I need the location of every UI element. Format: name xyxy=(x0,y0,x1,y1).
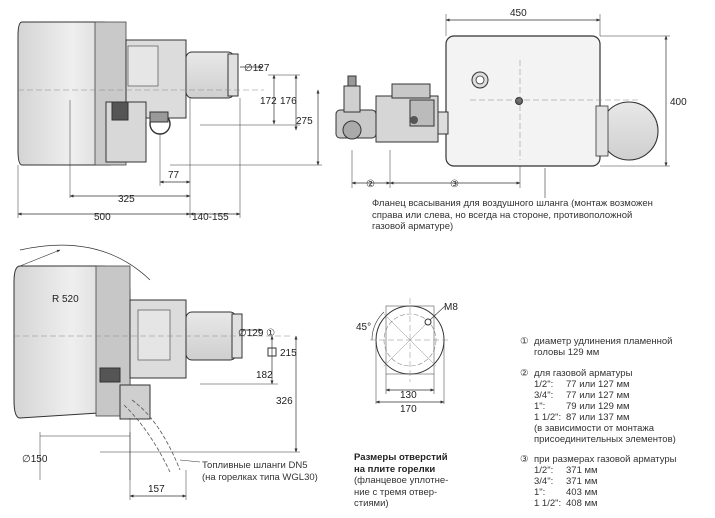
note-1-line-1: диаметр удлинения пламенной xyxy=(534,336,673,347)
note-3-val-3: 403 мм xyxy=(566,487,598,498)
top-front-view xyxy=(335,14,670,198)
dim-326: 326 xyxy=(276,396,293,407)
bottom-side-view xyxy=(13,244,300,500)
dim-215: 215 xyxy=(280,348,297,359)
note-2-val-4: 87 или 137 мм xyxy=(566,412,630,423)
dim-angle: 45° xyxy=(356,322,371,333)
note-3-mark: ③ xyxy=(520,454,529,465)
note-2-size-1: 1/2": xyxy=(534,379,554,390)
dim-172: 172 xyxy=(260,96,277,107)
dim-170: 170 xyxy=(400,404,417,415)
pressure-switch xyxy=(343,85,361,113)
note-2-mark: ② xyxy=(520,368,529,379)
dim-130: 130 xyxy=(400,390,417,401)
top-side-view xyxy=(17,21,322,218)
hoses-line-2: (на горелках типа WGL30) xyxy=(202,471,318,483)
flange-note: Фланец всасывания для воздушного шланга … xyxy=(372,198,653,232)
air-flange xyxy=(599,101,659,161)
holes-caption: Размеры отверстий на плите горелки (флан… xyxy=(354,452,448,510)
dim-r520: R 520 xyxy=(52,294,79,305)
note-3-size-2: 3/4": xyxy=(534,476,554,487)
dim-140-155: 140-155 xyxy=(192,212,229,223)
dim-500: 500 xyxy=(94,212,111,223)
dim-176: 176 xyxy=(280,96,297,107)
dim-m8: M8 xyxy=(444,302,458,313)
flame-tube-b xyxy=(185,311,237,361)
dim-450: 450 xyxy=(510,8,527,19)
holes-sub-2: ние с тремя отвер- xyxy=(354,486,438,498)
holes-title-2: на плите горелки xyxy=(354,463,436,475)
dim-77: 77 xyxy=(168,170,180,181)
holes-title-1: Размеры отверстий xyxy=(354,452,448,463)
note-3-val-1: 371 мм xyxy=(566,465,598,476)
dim-157: 157 xyxy=(148,484,165,495)
note-3-title: при размерах газовой арматуры xyxy=(534,454,677,465)
note-2-val-3: 79 или 129 мм xyxy=(566,401,630,412)
note-3-size-4: 1 1/2": xyxy=(534,498,562,509)
note-1-mark: ① xyxy=(520,336,529,347)
hole-pattern xyxy=(370,298,450,404)
dim-325: 325 xyxy=(118,194,135,205)
blower-detail xyxy=(127,45,159,87)
note-3-size-1: 1/2": xyxy=(534,465,554,476)
connector xyxy=(149,111,169,123)
note-3-val-4: 408 мм xyxy=(566,498,598,509)
dim-127: ∅127 xyxy=(244,63,270,74)
dim-129: ∅129 ① xyxy=(238,328,275,339)
note-2-foot-2: присоединительных элементов) xyxy=(534,434,676,445)
note-2-title: для газовой арматуры xyxy=(534,368,633,379)
hoses-line-1: Топливные шланги DN5 xyxy=(202,460,308,471)
dim-150: ∅150 xyxy=(22,454,48,465)
note-2-size-3: 1": xyxy=(534,401,546,412)
holes-sub-1: (фланцевое уплотне- xyxy=(354,475,449,486)
dim-400: 400 xyxy=(670,97,687,108)
note-2-size-4: 1 1/2": xyxy=(534,412,562,423)
note-2-val-1: 77 или 127 мм xyxy=(566,379,630,390)
note-2-foot-1: (в зависимости от монтажа xyxy=(534,423,655,434)
lower-box xyxy=(111,101,129,121)
dim-182: 182 xyxy=(256,370,273,381)
dim-275: 275 xyxy=(296,116,313,127)
note-3-val-2: 371 мм xyxy=(566,476,598,487)
mark-2: ② xyxy=(366,179,375,190)
note-2-size-2: 3/4": xyxy=(534,390,554,401)
note-3-size-3: 1": xyxy=(534,487,546,498)
mark-3: ③ xyxy=(450,179,459,190)
flame-tube-end xyxy=(227,53,239,97)
screw xyxy=(515,97,523,105)
note-1-line-2: головы 129 мм xyxy=(534,347,600,358)
holes-sub-3: стиями) xyxy=(354,498,389,509)
hoses-note: Топливные шланги DN5 (на горелках типа W… xyxy=(202,460,318,483)
flame-tube xyxy=(185,51,235,99)
note-2-val-2: 77 или 127 мм xyxy=(566,390,630,401)
